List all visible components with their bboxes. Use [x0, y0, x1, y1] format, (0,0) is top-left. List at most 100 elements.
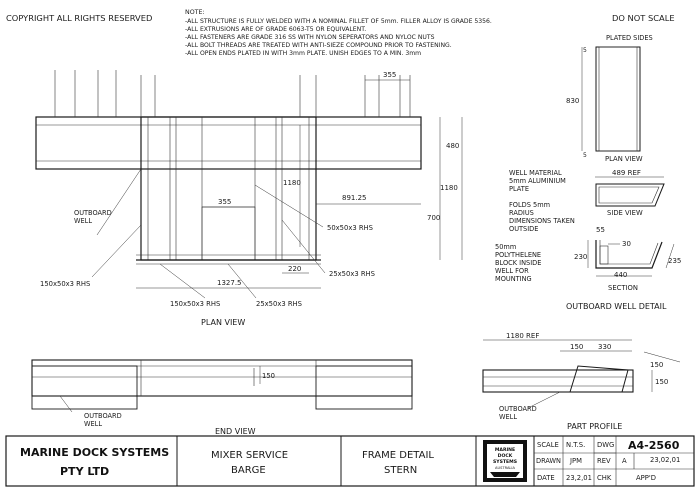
well-detail-title: OUTBOARD WELL DETAIL	[566, 302, 667, 311]
section-profile	[595, 240, 663, 269]
part-profile-outboard-2: WELL	[499, 413, 517, 421]
plated-sides-plan-view: PLAN VIEW	[605, 155, 643, 163]
well-note-2-line-4: OUTSIDE	[509, 225, 538, 233]
note-line-4: -ALL BOLT THREADS ARE TREATED WITH ANTI-…	[185, 42, 452, 49]
logo-text-1: MARINE	[495, 447, 515, 453]
dim-150-c: 150	[655, 378, 668, 386]
plated-sides-plate	[595, 46, 641, 152]
dim-355-top: 355	[383, 71, 396, 79]
scale-label: SCALE	[537, 441, 559, 449]
outboard-well-label-2: WELL	[74, 217, 92, 225]
company-name-line-2: PTY LTD	[60, 465, 109, 478]
part-profile-body	[482, 369, 634, 393]
rev-label: REV	[597, 457, 611, 465]
dim-5-bottom: 5	[583, 152, 587, 159]
project-line-2: BARGE	[231, 465, 266, 476]
date-value: 23,2,01	[566, 474, 592, 482]
dim-330: 330	[598, 343, 611, 351]
dwg-number: A4-2560	[628, 439, 680, 452]
appd-label: APP'D	[636, 474, 656, 482]
note-line-1: -ALL STRUCTURE IS FULLY WELDED WITH A NO…	[185, 18, 492, 25]
part-profile-outboard-1: OUTBOARD	[499, 405, 537, 413]
logo-text-2: DOCK	[498, 453, 513, 459]
dim-830: 830	[566, 97, 579, 105]
rhs-150-bottom-label: 150x50x3 RHS	[170, 300, 220, 308]
dim-55: 55	[596, 226, 605, 234]
title-block: MARINE DOCK SYSTEMS PTY LTD MIXER SERVIC…	[5, 435, 695, 487]
side-view-label: SIDE VIEW	[607, 209, 643, 217]
note-label: NOTE:	[185, 9, 205, 16]
outboard-well-label-1: OUTBOARD	[74, 209, 112, 217]
end-view-title: END VIEW	[215, 427, 256, 436]
section-label: SECTION	[608, 284, 638, 292]
do-not-scale-text: DO NOT SCALE	[612, 13, 675, 23]
date-label: DATE	[537, 474, 555, 482]
part-profile-well	[569, 365, 629, 393]
well-note-3-line-4: WELL FOR	[495, 267, 529, 275]
dwg-label: DWG	[597, 441, 614, 449]
dim-235: 235	[668, 257, 681, 265]
rhs-150-left-label: 150x50x3 RHS	[40, 280, 90, 288]
well-note-2-line-2: RADIUS	[509, 209, 534, 217]
part-profile: 1180 REF 150 330 150 150 OUTBOARD WELL P…	[482, 332, 681, 431]
well-note-1-line-1: WELL MATERIAL	[509, 169, 562, 177]
dim-150-b: 150	[650, 361, 663, 369]
well-note-2-line-1: FOLDS 5mm	[509, 201, 550, 209]
plan-view-title: PLAN VIEW	[201, 318, 245, 327]
drawing-title-line-1: FRAME DETAIL	[362, 450, 434, 461]
plated-sides: PLATED SIDES 830 5 5 PLAN VIEW	[566, 34, 653, 163]
dim-150-end: 150	[262, 372, 275, 380]
well-note-2-line-3: DIMENSIONS TAKEN	[509, 217, 575, 225]
part-profile-title: PART PROFILE	[567, 422, 622, 431]
center-frame	[140, 116, 317, 261]
dim-150-a: 150	[570, 343, 583, 351]
dim-220: 220	[288, 265, 301, 273]
end-view-well-left	[31, 365, 138, 410]
dim-489-ref: 489 REF	[612, 169, 641, 177]
rhs-25-bottom-label: 25x50x3 RHS	[256, 300, 302, 308]
dim-1180-inner: 1180	[283, 179, 301, 187]
dim-891: 891.25	[342, 194, 367, 202]
project-line-1: MIXER SERVICE	[211, 450, 288, 461]
rhs-25-right-label: 25x50x3 RHS	[329, 270, 375, 278]
well-note-1-line-2: 5mm ALUMINIUM	[509, 177, 566, 185]
well-note-1-line-3: PLATE	[509, 185, 529, 193]
logo-text-3: SYSTEMS	[493, 459, 517, 465]
note-line-2: -ALL EXTRUSIONS ARE OF GRADE 6063-T5 OR …	[185, 26, 366, 33]
company-logo: MARINE DOCK SYSTEMS AUSTRALIA	[483, 440, 527, 482]
end-view-well-right	[315, 365, 413, 410]
dim-1327: 1327.5	[217, 279, 242, 287]
header: COPYRIGHT ALL RIGHTS RESERVED DO NOT SCA…	[6, 9, 675, 57]
side-view-shape	[595, 183, 665, 207]
end-view-outboard-1: OUTBOARD	[84, 412, 122, 420]
well-note-3-line-5: MOUNTING	[495, 275, 532, 283]
logo-text-4: AUSTRALIA	[495, 466, 515, 470]
chk-label: CHK	[597, 474, 612, 482]
scale-value: N.T.S.	[566, 441, 585, 449]
dim-355-mid: 355	[218, 198, 231, 206]
drawing-title-line-2: STERN	[384, 465, 417, 476]
note-line-3: -ALL FASTENERS ARE GRADE 316 SS WITH NYL…	[185, 34, 435, 41]
drawn-value: JPM	[569, 457, 582, 465]
rhs-50-label: 50x50x3 RHS	[327, 224, 373, 232]
end-view-frame	[31, 359, 413, 397]
end-view: 150 OUTBOARD WELL END VIEW	[31, 359, 413, 436]
dim-440: 440	[614, 271, 627, 279]
dim-700: 700	[427, 214, 440, 222]
rev-value: A	[622, 457, 627, 465]
dim-1180-ref: 1180 REF	[506, 332, 539, 340]
drawn-label: DRAWN	[536, 457, 561, 465]
well-note-3-line-1: 50mm	[495, 243, 516, 251]
well-detail: WELL MATERIAL 5mm ALUMINIUM PLATE FOLDS …	[495, 169, 681, 311]
dim-5-top: 5	[583, 47, 587, 54]
company-name-line-1: MARINE DOCK SYSTEMS	[20, 446, 169, 459]
dim-480: 480	[446, 142, 459, 150]
dim-230: 230	[574, 253, 587, 261]
well-note-3-line-2: POLYTHELENE	[495, 251, 541, 259]
note-line-5: -ALL OPEN ENDS PLATED IN WITH 3mm PLATE.…	[185, 50, 421, 57]
rev-date: 23,02,01	[650, 456, 680, 464]
end-view-outboard-2: WELL	[84, 420, 102, 428]
well-note-3-line-3: BLOCK INSIDE	[495, 259, 541, 267]
dim-30: 30	[622, 240, 631, 248]
